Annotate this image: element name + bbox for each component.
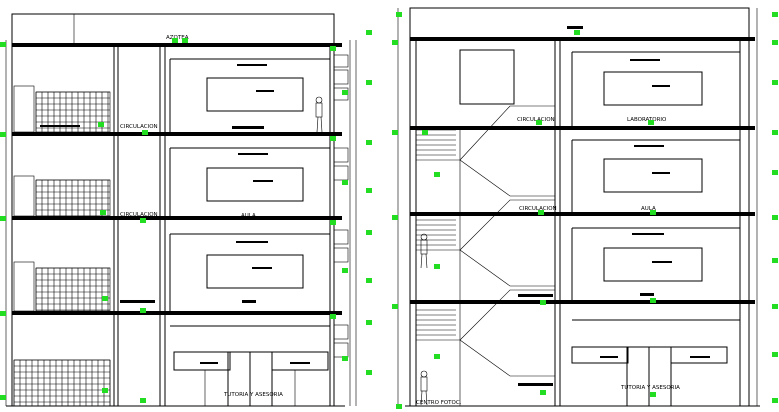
left-building-section [5,13,357,407]
level-marker [574,30,580,35]
level-marker [366,30,372,35]
label-circulation-upper-right: CIRCULACION [517,117,555,123]
level-marker [648,120,654,125]
level-marker [330,136,336,141]
level-marker [392,40,398,45]
level-marker [102,296,108,301]
label-classroom-right: AULA [641,206,656,212]
level-marker [330,314,336,319]
level-marker [392,215,398,220]
level-marker [772,80,778,85]
level-marker [330,220,336,225]
level-marker [650,392,656,397]
level-marker [172,38,178,43]
label-photo-center-right: CENTRO FOTOC. [416,400,462,406]
level-marker [366,80,372,85]
level-marker [342,268,348,273]
right-building-section [397,7,760,407]
level-marker [0,311,6,316]
human-figure-icon [420,233,428,269]
level-marker [140,398,146,403]
level-marker [772,170,778,175]
level-marker [772,130,778,135]
level-marker [434,172,440,177]
level-marker [366,188,372,193]
slab-floor-1 [12,311,342,315]
level-marker [342,90,348,95]
level-marker [422,130,428,135]
level-marker [366,370,372,375]
level-marker [98,122,104,127]
level-marker [100,210,106,215]
label-tutoring-left: TUTORIA Y ASESORIA [223,392,283,398]
human-figure-icon [420,370,428,406]
level-markers [0,12,778,409]
label-circulation-mid-left: CIRCULACION [120,212,158,218]
level-marker [366,320,372,325]
level-marker [772,40,778,45]
level-marker [396,404,402,409]
label-circulation-upper-left: CIRCULACION [120,124,158,130]
label-laboratory-right: LABORATORIO [627,117,667,123]
level-marker [0,132,6,137]
level-marker [102,388,108,393]
level-marker [142,130,148,135]
level-marker [140,218,146,223]
level-marker [0,395,6,400]
level-marker [182,38,188,43]
level-marker [0,216,6,221]
level-marker [540,300,546,305]
label-tutoring-right: TUTORIA Y ASESORIA [620,385,680,391]
level-marker [342,356,348,361]
level-marker [140,308,146,313]
level-marker [772,258,778,263]
level-marker [434,264,440,269]
label-classroom-left: AULA [241,213,256,219]
level-marker [772,215,778,220]
human-figure-icon [315,96,323,133]
level-marker [366,278,372,283]
level-marker [540,390,546,395]
level-marker [772,398,778,403]
level-marker [392,130,398,135]
level-marker [538,210,544,215]
level-marker [772,12,778,17]
level-marker [342,180,348,185]
level-marker [434,354,440,359]
staircase [416,105,555,406]
slab-floor-3 [12,132,342,136]
level-marker [392,304,398,309]
level-marker [396,12,402,17]
level-marker [330,46,336,51]
slab-floor-2 [12,216,342,220]
label-circulation-mid-right: CIRCULACION [519,206,557,212]
level-marker [0,42,6,47]
level-marker [650,210,656,215]
level-marker [772,304,778,309]
level-marker [366,230,372,235]
level-marker [366,140,372,145]
slab-roof [12,43,342,47]
level-marker [536,120,542,125]
level-marker [650,298,656,303]
level-marker [772,352,778,357]
